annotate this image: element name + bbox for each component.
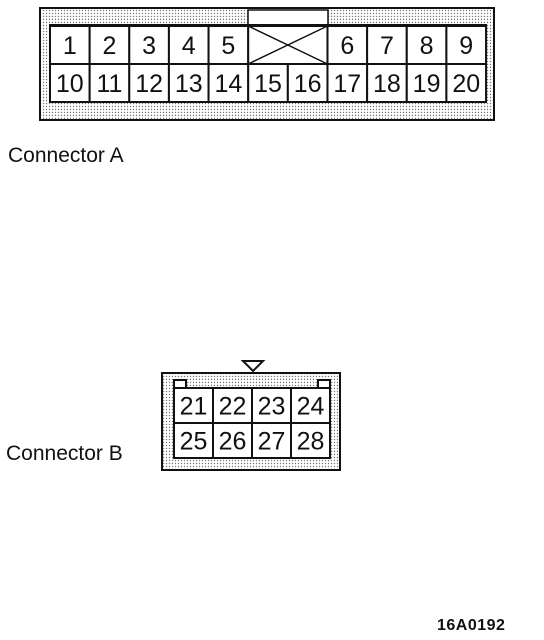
pin-cell bbox=[207, 63, 250, 103]
pin-number: 22 bbox=[219, 393, 247, 421]
pin-cell bbox=[173, 387, 214, 424]
pin-number: 12 bbox=[135, 70, 163, 98]
pin-number: 1 bbox=[63, 32, 77, 60]
pin-cell bbox=[445, 63, 488, 103]
pin-number: 3 bbox=[142, 32, 156, 60]
pin-number: 28 bbox=[297, 428, 325, 456]
figure-code: 16A0192 bbox=[437, 617, 506, 634]
pin-number: 14 bbox=[214, 70, 242, 98]
connector-b-diagram: 21 22 23 24 25 26 27 28 bbox=[161, 360, 341, 471]
connector-b-caption: Connector B bbox=[6, 442, 123, 465]
pin-number: 16 bbox=[294, 70, 322, 98]
connector-a-key-notch bbox=[247, 9, 329, 27]
pin-number: 15 bbox=[254, 70, 282, 98]
pin-cell bbox=[326, 63, 369, 103]
pin-cell bbox=[405, 25, 448, 65]
pin-number: 25 bbox=[180, 428, 208, 456]
pin-number: 2 bbox=[103, 32, 117, 60]
pin-number: 4 bbox=[182, 32, 196, 60]
pin-cell bbox=[290, 422, 331, 459]
pin-number: 7 bbox=[380, 32, 394, 60]
pin-number: 5 bbox=[221, 32, 235, 60]
pin-number: 6 bbox=[340, 32, 354, 60]
pin-number: 11 bbox=[96, 70, 122, 98]
pin-number: 26 bbox=[219, 428, 247, 456]
pin-number: 8 bbox=[420, 32, 434, 60]
pin-cell bbox=[212, 387, 253, 424]
pin-cell bbox=[212, 422, 253, 459]
pin-number: 17 bbox=[333, 70, 361, 98]
connector-b-key-triangle bbox=[240, 360, 266, 373]
connector-a-caption: Connector A bbox=[8, 144, 124, 167]
pin-number: 19 bbox=[413, 70, 441, 98]
pin-cell bbox=[88, 63, 131, 103]
pin-number: 20 bbox=[452, 70, 480, 98]
pin-number: 27 bbox=[258, 428, 286, 456]
pin-number: 9 bbox=[459, 32, 473, 60]
pin-number: 24 bbox=[297, 393, 325, 421]
blank-cross-line bbox=[247, 25, 328, 65]
pin-cell bbox=[167, 63, 210, 103]
pin-number: 13 bbox=[175, 70, 203, 98]
pin-cell bbox=[128, 63, 170, 103]
pin-number: 21 bbox=[180, 393, 208, 421]
pin-cell bbox=[405, 63, 448, 103]
pin-number: 18 bbox=[373, 70, 401, 98]
pin-number: 10 bbox=[56, 70, 84, 98]
pin-number: 23 bbox=[258, 393, 286, 421]
